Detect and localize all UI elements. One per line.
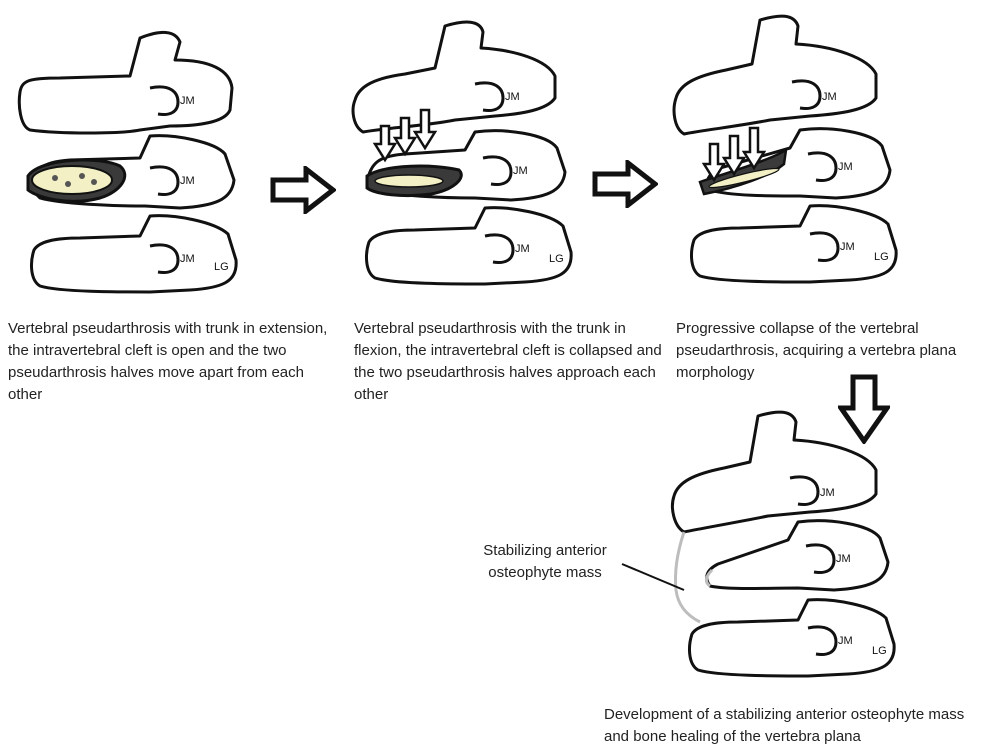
sketch-initials: JM	[840, 241, 855, 253]
vertebra-illustration-extension: JM JM JM LG	[0, 30, 260, 320]
annotation-leader-line	[620, 560, 690, 600]
caption-panel-4: Development of a stabilizing anterior os…	[604, 704, 984, 748]
caption-panel-1: Vertebral pseudarthrosis with trunk in e…	[8, 318, 328, 406]
sketch-initials: JM	[836, 553, 851, 565]
sketch-signature: LG	[872, 645, 887, 657]
sketch-initials: JM	[513, 165, 528, 177]
sketch-initials: JM	[838, 161, 853, 173]
vertebra-illustration-flexion: JM JM JM LG	[335, 20, 600, 310]
panel-extension: JM JM JM LG	[0, 30, 260, 320]
osteophyte-mass-label: Stabilizing anterior osteophyte mass	[470, 540, 620, 584]
panel-flexion: JM JM JM LG	[335, 20, 600, 310]
sketch-signature: LG	[214, 261, 229, 273]
sketch-signature: LG	[549, 253, 564, 265]
panel-collapse: JM JM JM LG	[660, 14, 925, 304]
intravertebral-cleft	[28, 160, 125, 201]
sketch-initials: JM	[180, 253, 195, 265]
vertebra-illustration-collapse: JM JM JM LG	[660, 14, 925, 304]
sketch-initials: JM	[515, 243, 530, 255]
sketch-initials: JM	[505, 91, 520, 103]
sketch-initials: JM	[822, 91, 837, 103]
right-arrow-icon	[270, 166, 336, 219]
sketch-signature: LG	[874, 251, 889, 263]
right-arrow-icon	[592, 160, 658, 213]
sketch-initials: JM	[838, 635, 853, 647]
sketch-initials: JM	[180, 95, 195, 107]
sketch-initials: JM	[180, 175, 195, 187]
caption-panel-2: Vertebral pseudarthrosis with the trunk …	[354, 318, 664, 406]
sketch-initials: JM	[820, 487, 835, 499]
caption-panel-3: Progressive collapse of the vertebral ps…	[676, 318, 996, 384]
panel-healing: JM JM JM LG	[648, 410, 928, 700]
vertebra-illustration-healing: JM JM JM LG	[648, 410, 928, 700]
